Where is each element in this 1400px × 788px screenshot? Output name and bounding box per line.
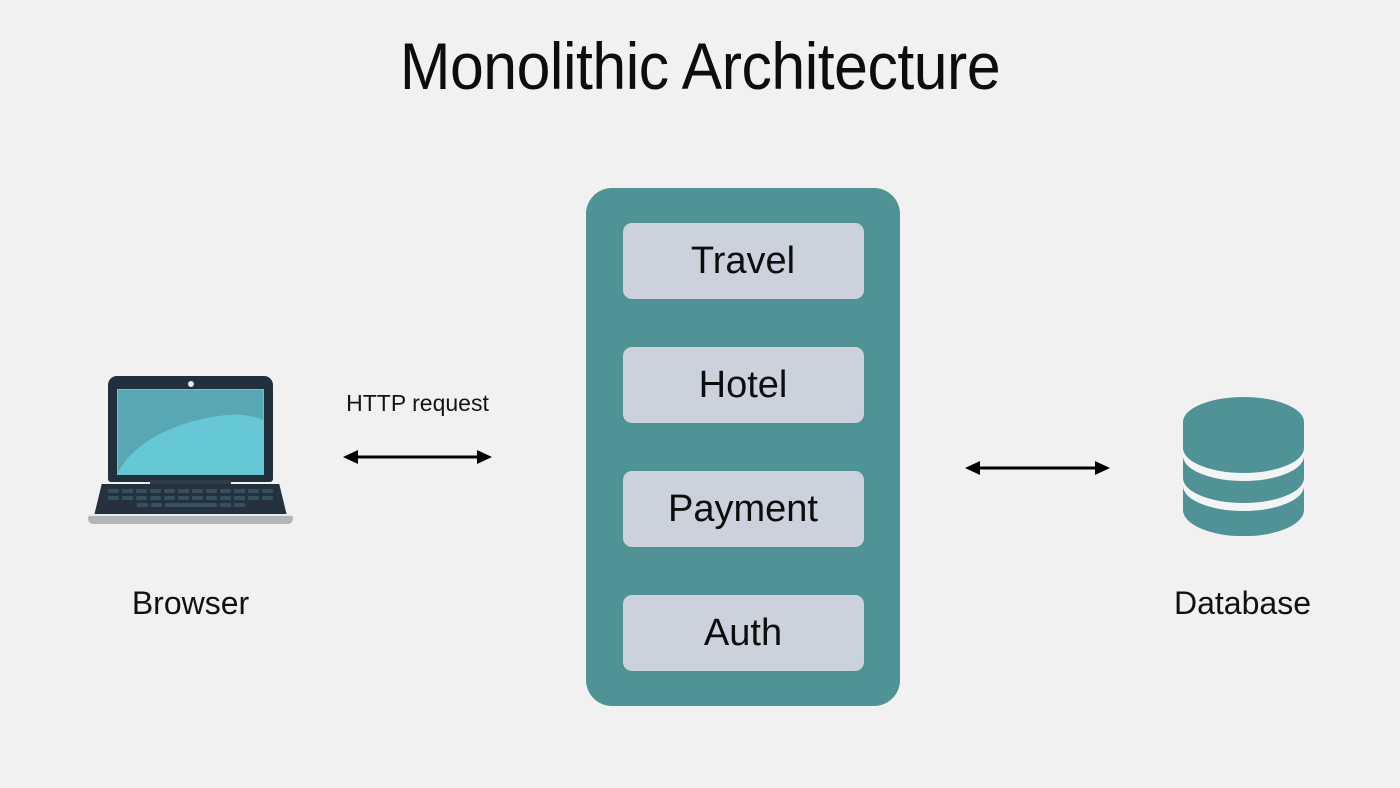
keyboard-key bbox=[206, 489, 217, 493]
http-request-connector: HTTP request bbox=[330, 388, 505, 476]
keyboard-key bbox=[192, 496, 203, 500]
keyboard-key bbox=[220, 489, 231, 493]
laptop-icon bbox=[108, 376, 273, 482]
webcam-icon bbox=[187, 381, 194, 387]
keyboard-row bbox=[104, 496, 277, 500]
database-node bbox=[1181, 396, 1306, 537]
keyboard-key bbox=[150, 503, 162, 507]
keyboard-key bbox=[219, 503, 231, 507]
keyboard-row bbox=[104, 489, 277, 493]
keyboard-key bbox=[262, 496, 273, 500]
keyboard-key bbox=[122, 489, 133, 493]
page-title: Monolithic Architecture bbox=[399, 29, 1001, 103]
laptop-screen bbox=[117, 389, 264, 475]
screen-wave-decoration bbox=[118, 408, 263, 474]
keyboard-key bbox=[234, 496, 245, 500]
keyboard-key bbox=[248, 496, 259, 500]
keyboard-key bbox=[150, 496, 161, 500]
browser-label: Browser bbox=[131, 585, 250, 621]
keyboard-key bbox=[164, 489, 175, 493]
double-arrow-icon bbox=[343, 450, 492, 464]
keyboard-key bbox=[262, 489, 273, 493]
keyboard-key bbox=[248, 489, 259, 493]
keyboard-key bbox=[164, 496, 175, 500]
http-request-label: HTTP request bbox=[346, 390, 489, 416]
double-arrow-icon bbox=[965, 461, 1110, 475]
keyboard-key bbox=[192, 489, 203, 493]
module-payment[interactable]: Payment bbox=[622, 471, 864, 547]
database-connector bbox=[955, 448, 1120, 488]
keyboard-key bbox=[220, 496, 231, 500]
keyboard-key bbox=[206, 496, 217, 500]
database-label: Database bbox=[1174, 585, 1311, 621]
keyboard-key bbox=[108, 496, 119, 500]
keyboard-key bbox=[178, 489, 189, 493]
keyboard-key bbox=[178, 496, 189, 500]
keyboard-key bbox=[136, 489, 147, 493]
browser-node bbox=[88, 376, 293, 528]
keyboard-key bbox=[136, 496, 147, 500]
keyboard-spacebar bbox=[164, 503, 217, 507]
keyboard-key bbox=[122, 496, 133, 500]
module-hotel[interactable]: Hotel bbox=[622, 347, 864, 423]
laptop-base bbox=[88, 514, 293, 524]
keyboard-row bbox=[104, 503, 277, 507]
laptop-hinge bbox=[150, 480, 231, 487]
module-auth[interactable]: Auth bbox=[622, 595, 864, 671]
laptop-keyboard bbox=[94, 484, 287, 516]
keyboard-key bbox=[234, 489, 245, 493]
keyboard-key bbox=[150, 489, 161, 493]
keyboard-key bbox=[108, 489, 119, 493]
module-travel[interactable]: Travel bbox=[622, 223, 864, 299]
keyboard-key bbox=[136, 503, 148, 507]
keyboard-key bbox=[233, 503, 245, 507]
database-cylinder-icon bbox=[1183, 397, 1304, 537]
monolith-container: Travel Hotel Payment Auth bbox=[586, 188, 900, 706]
